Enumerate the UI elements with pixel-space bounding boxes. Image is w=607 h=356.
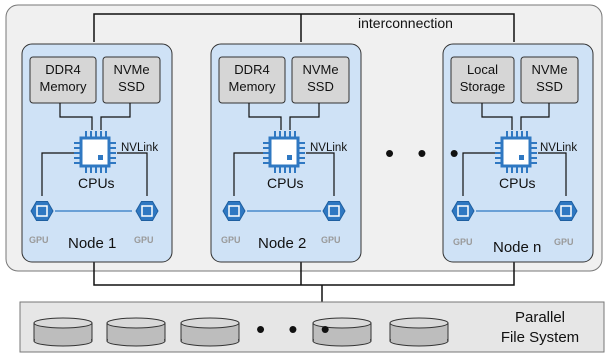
node-2-cpu-label: CPUs xyxy=(267,175,304,191)
node-1-ssd-label-line1: NVMe xyxy=(113,62,150,77)
node-1-internals xyxy=(29,56,161,221)
node-2-nvlink-label: NVLink xyxy=(310,142,348,154)
disk-icon xyxy=(106,317,166,347)
node-2-title: Node 2 xyxy=(258,235,307,252)
node-1-gpu-right-label: GPU xyxy=(134,235,154,245)
node-n-gpu-right-label: GPU xyxy=(554,237,574,247)
node-1-nvlink-label: NVLink xyxy=(121,142,159,154)
node-2-gpu-right-label: GPU xyxy=(321,235,341,245)
node-2-cpu-icon xyxy=(268,136,300,168)
node-2-memory-box xyxy=(218,56,286,104)
node-2-ssd-box xyxy=(291,56,350,104)
node-1-gpu-left-icon xyxy=(30,201,54,221)
node-n-ssd-label-line2: SSD xyxy=(536,79,563,94)
node-2-gpu-left-label: GPU xyxy=(221,235,241,245)
node-1-memory-label-line2: Memory xyxy=(39,79,87,94)
node-n-nvlink-label: NVLink xyxy=(540,142,578,154)
node-n-ssd-label-line1: NVMe xyxy=(531,62,568,77)
node-1-gpu-right-icon xyxy=(135,201,159,221)
node-1-cpu-icon xyxy=(79,136,111,168)
node-2-internals xyxy=(218,56,350,221)
node-n-title: Node n xyxy=(493,239,542,256)
node-n-storage-label-line2: Storage xyxy=(459,79,506,94)
node-n-storage-label-line1: Local xyxy=(466,62,499,77)
disk-icon xyxy=(312,317,372,347)
filesystem-label-line2: File System xyxy=(500,329,580,346)
node-1-memory-box xyxy=(29,56,97,104)
node-1-cpu-label: CPUs xyxy=(78,175,115,191)
node-n-internals xyxy=(450,56,579,221)
storage-disks xyxy=(33,317,449,347)
node-2-memory-label-line1: DDR4 xyxy=(234,62,270,77)
node-1-gpu-left-label: GPU xyxy=(29,235,49,245)
node-2-memory-label-line2: Memory xyxy=(228,79,276,94)
disk-icon xyxy=(33,317,93,347)
disk-icon xyxy=(389,317,449,347)
node-n-gpu-right-icon xyxy=(554,201,578,221)
filesystem-label-line1: Parallel xyxy=(514,309,566,326)
node-n-cpu-icon xyxy=(500,136,532,168)
node-1-ssd-label-line2: SSD xyxy=(118,79,145,94)
node-2-gpu-left-icon xyxy=(222,201,246,221)
disk-icon xyxy=(180,317,240,347)
interconnection-label: interconnection xyxy=(358,15,453,31)
more-disks-ellipsis: • • • xyxy=(256,314,338,344)
node-n-gpu-left-label: GPU xyxy=(453,237,473,247)
node-1-title: Node 1 xyxy=(68,235,117,252)
node-n-gpu-left-icon xyxy=(451,201,475,221)
storage-connection-line xyxy=(93,262,515,286)
more-nodes-ellipsis: • • • xyxy=(385,138,467,168)
node-2-ssd-label-line2: SSD xyxy=(307,79,334,94)
node-1-ssd-box xyxy=(102,56,161,104)
interconnection-line xyxy=(93,13,515,42)
node-2-gpu-right-icon xyxy=(322,201,346,221)
node-n-cpu-label: CPUs xyxy=(499,175,536,191)
node-1-memory-label-line1: DDR4 xyxy=(45,62,81,77)
node-2-ssd-label-line1: NVMe xyxy=(302,62,339,77)
